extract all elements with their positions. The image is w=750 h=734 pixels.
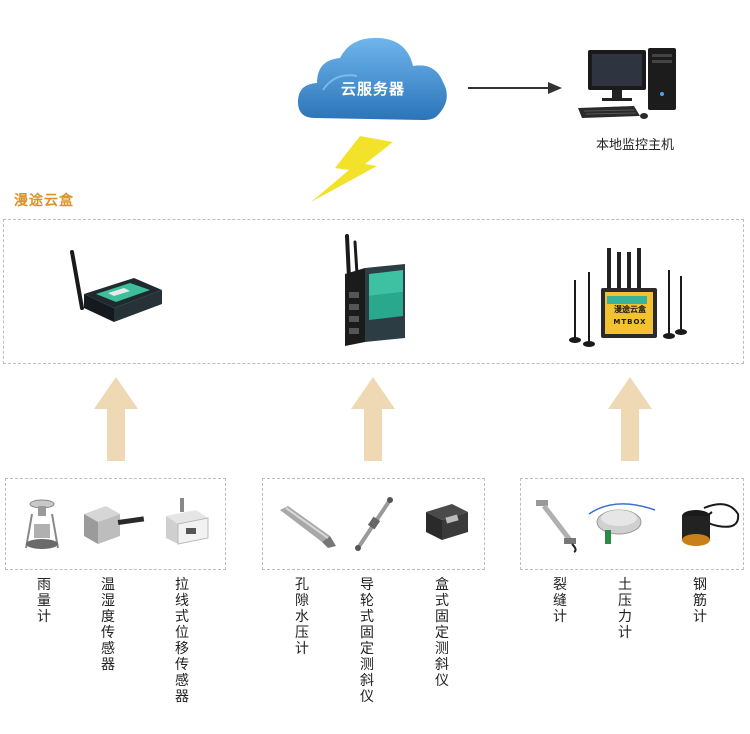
sensor-label-crack-meter: 裂缝计	[553, 577, 567, 625]
pc-label: 本地监控主机	[595, 138, 674, 153]
sensor-label-guide-wheel: 导轮式固定测斜仪	[360, 577, 374, 705]
desktop-computer-icon	[574, 44, 694, 124]
sensor-group-1	[5, 478, 226, 570]
sensor-group-2	[262, 478, 485, 570]
cloud-label: 云服务器	[340, 80, 405, 98]
gateway-3-screen-title: 漫途云盒	[614, 305, 646, 314]
arrow-right-icon	[468, 80, 563, 96]
gateway-device-3	[565, 248, 695, 348]
section-title: 漫途云盒	[14, 193, 74, 209]
crack-meter-icon	[532, 494, 582, 554]
lightning-icon	[305, 134, 395, 204]
box-inclinometer-icon	[420, 500, 472, 544]
sensor-label-temp-humidity: 温湿度传感器	[101, 577, 115, 673]
arrow-up-icon	[94, 377, 138, 461]
gateway-group	[3, 219, 744, 364]
gateway-device-2	[335, 234, 415, 346]
draw-wire-sensor-icon	[160, 496, 212, 548]
gateway-device-1	[60, 246, 170, 328]
sensor-group-3	[520, 478, 744, 570]
piezometer-icon	[276, 504, 340, 548]
sensor-label-piezometer: 孔隙水压计	[295, 577, 309, 657]
cloud-server-icon	[295, 30, 455, 125]
sensor-label-draw-wire: 拉线式位移传感器	[175, 577, 189, 705]
guide-wheel-inclinometer-icon	[350, 496, 398, 554]
rebar-meter-icon	[668, 496, 744, 552]
sensor-label-earth-pressure: 土压力计	[618, 577, 632, 641]
earth-pressure-cell-icon	[585, 500, 661, 552]
temp-humidity-sensor-icon	[80, 500, 146, 548]
gateway-3-screen-brand: MTBOX	[613, 318, 647, 326]
arrow-up-icon	[608, 377, 652, 461]
sensor-label-box-inclinometer: 盒式固定测斜仪	[435, 577, 449, 689]
rain-gauge-icon	[22, 498, 62, 554]
sensor-label-rain-gauge: 雨量计	[37, 577, 51, 625]
sensor-label-rebar-meter: 钢筋计	[693, 577, 707, 625]
arrow-up-icon	[351, 377, 395, 461]
